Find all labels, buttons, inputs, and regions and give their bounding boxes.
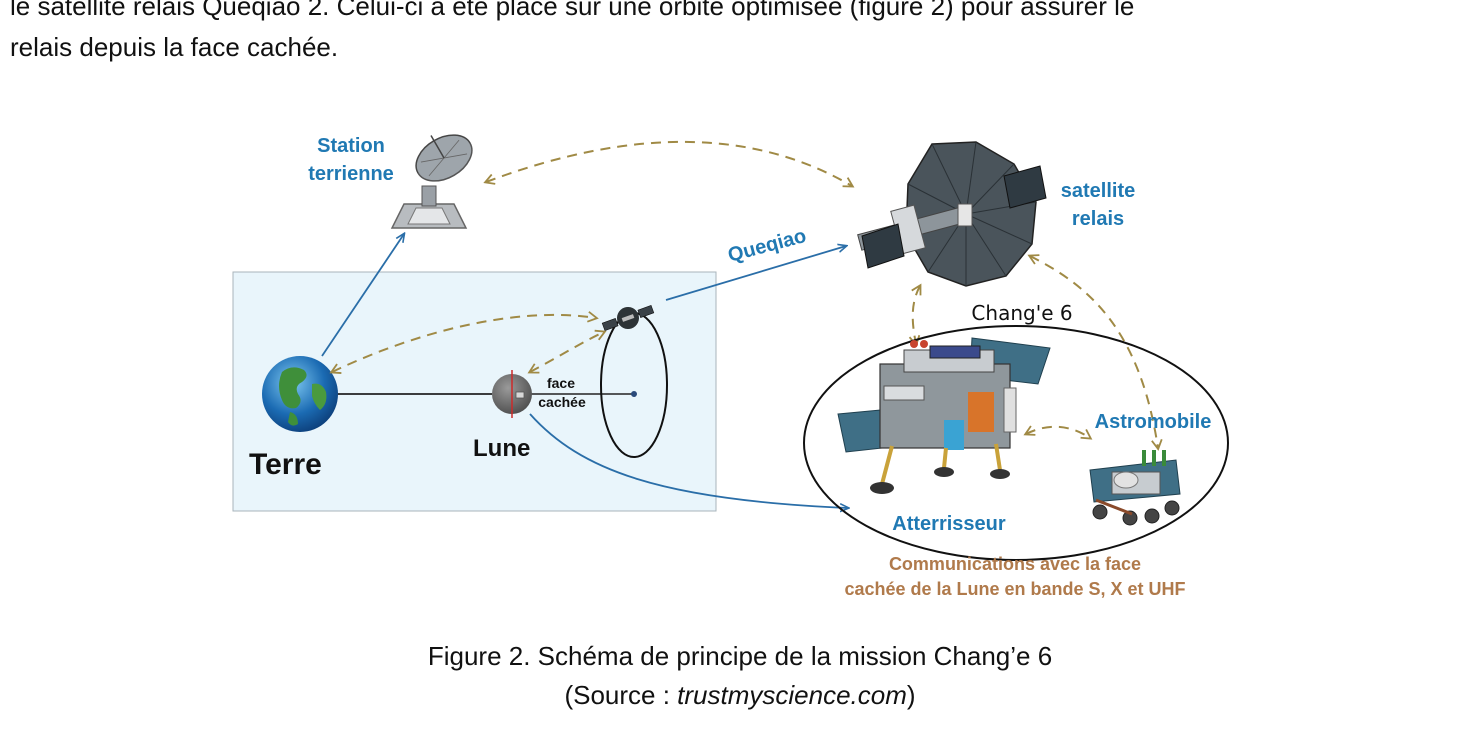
comm-label-line1: Communications avec la face [889, 554, 1141, 574]
change6-label: Chang'e 6 [971, 301, 1072, 325]
moon-relay-link [527, 329, 607, 374]
face-label-line2: cachée [538, 394, 586, 410]
source-suffix: ) [906, 680, 916, 710]
station-satellite-link [483, 140, 855, 188]
lune-label: Lune [473, 435, 530, 462]
station-label-line2: terrienne [308, 163, 394, 185]
atterrisseur-label: Atterrisseur [892, 513, 1006, 535]
lander-icon [837, 337, 1051, 494]
comm-label-line2: cachée de la Lune en bande S, X et UHF [844, 579, 1185, 599]
earth-relay-link [329, 311, 599, 374]
moon-icon [492, 370, 532, 418]
lander-rover-link [1023, 425, 1093, 440]
relay-satellite-icon [857, 141, 1047, 287]
satellite-label-line1: satellite [1061, 180, 1135, 202]
ground-station-icon [390, 134, 473, 229]
station-label-line1: Station [317, 135, 385, 157]
figure-source: (Source : trustmyscience.com) [0, 680, 1480, 711]
moon-to-lander-arrow [529, 413, 848, 508]
source-prefix: (Source : [564, 680, 678, 710]
paragraph-line-1: le satellite relais Queqiao 2. Celui-ci … [10, 0, 1135, 21]
satellite-label-line2: relais [1072, 208, 1124, 230]
astromobile-label: Astromobile [1095, 411, 1212, 433]
change6-ellipse [803, 325, 1229, 561]
rover-icon [1089, 450, 1181, 526]
paragraph-line-2: relais depuis la face cachée. [10, 32, 339, 62]
relay-to-satellite-arrow [665, 246, 846, 301]
figure-caption: Figure 2. Schéma de principe de la missi… [427, 641, 1053, 671]
satellite-lander-link [908, 283, 922, 347]
terre-label: Terre [249, 448, 322, 481]
source-site: trustmyscience.com [677, 680, 907, 710]
relay-satellite-small-icon [601, 304, 655, 332]
body-paragraph: le satellite relais Queqiao 2. Celui-ci … [10, 0, 1480, 68]
face-label-line1: face [547, 375, 575, 391]
earth-icon [262, 356, 338, 432]
satellite-rover-link [1027, 254, 1163, 451]
